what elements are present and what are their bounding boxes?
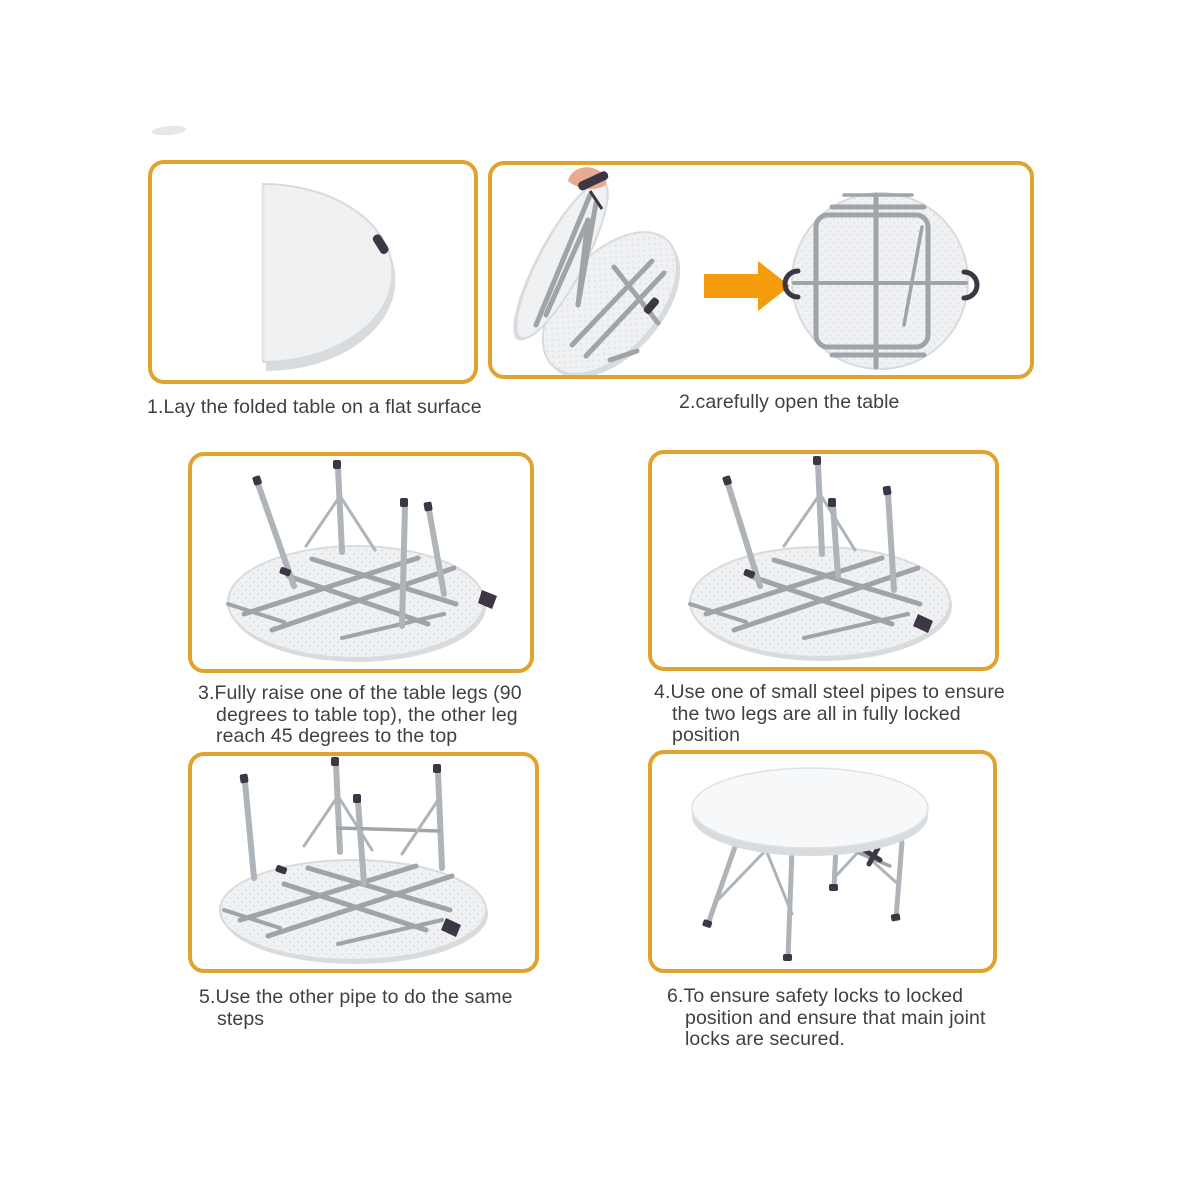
- step-6-panel: [648, 750, 997, 973]
- print-smudge: [151, 124, 187, 137]
- caption-line: 4.Use one of small steel pipes to ensure: [654, 681, 1005, 703]
- step-1-illustration: [261, 182, 396, 371]
- step-2-panel: [488, 161, 1034, 379]
- step-3-caption: 3.Fully raise one of the table legs (90 …: [198, 682, 522, 748]
- tabletop: [691, 767, 929, 849]
- step-3-illustration: [226, 460, 497, 662]
- step-5-panel: [188, 752, 539, 973]
- caption-line: 1.Lay the folded table on a flat surface: [147, 396, 482, 418]
- caption-line: 5.Use the other pipe to do the same: [199, 986, 513, 1008]
- step-5-illustration: [219, 757, 488, 964]
- table-underside: [688, 456, 952, 661]
- steel-pipe: [336, 826, 441, 833]
- step-1-panel: [148, 160, 478, 384]
- left-handle: [782, 268, 801, 300]
- table-underside: [226, 460, 497, 662]
- step-6-illustration: [691, 767, 929, 961]
- assembled-table: [691, 767, 929, 961]
- step-4-illustration: [688, 456, 952, 661]
- caption-line: reach 45 degrees to the top: [216, 725, 458, 747]
- side-handle: [478, 590, 497, 609]
- right-arrow-icon: [704, 261, 790, 311]
- step-2-caption: 2.carefully open the table: [679, 391, 900, 414]
- leg-feet: [702, 884, 901, 961]
- caption-line: locks are secured.: [685, 1028, 846, 1050]
- carry-handle: [372, 234, 389, 254]
- folded-table-shape: [261, 182, 396, 371]
- step-5-caption: 5.Use the other pipe to do the same step…: [199, 986, 513, 1030]
- caption-line: 3.Fully raise one of the table legs (90: [198, 682, 522, 704]
- step-4-panel: [648, 450, 999, 671]
- caption-line: position and ensure that main joint: [685, 1006, 986, 1029]
- caption-line: degrees to table top), the other leg: [216, 703, 518, 726]
- caption-line: the two legs are all in fully locked: [672, 702, 961, 725]
- side-handle: [441, 918, 461, 937]
- step-4-caption: 4.Use one of small steel pipes to ensure…: [654, 681, 1005, 747]
- raised-legs: [255, 465, 447, 629]
- opened-table-underside: [782, 192, 980, 370]
- table-underside: [219, 757, 488, 964]
- caption-line: 2.carefully open the table: [679, 391, 900, 413]
- step-6-caption: 6.To ensure safety locks to locked posit…: [667, 985, 986, 1051]
- side-handle: [913, 614, 933, 633]
- step-1-caption: 1.Lay the folded table on a flat surface: [147, 396, 482, 419]
- side-handle: [643, 297, 659, 315]
- table-legs: [705, 839, 905, 961]
- top-handle: [578, 171, 609, 191]
- step-3-panel: [188, 452, 534, 673]
- right-handle: [961, 269, 980, 301]
- caption-line: 6.To ensure safety locks to locked: [667, 985, 964, 1007]
- caption-line: position: [672, 724, 741, 746]
- half-open-table: [513, 167, 681, 375]
- step-2-illustration: [513, 167, 980, 375]
- caption-line: steps: [217, 1007, 265, 1030]
- raised-legs: [242, 761, 445, 887]
